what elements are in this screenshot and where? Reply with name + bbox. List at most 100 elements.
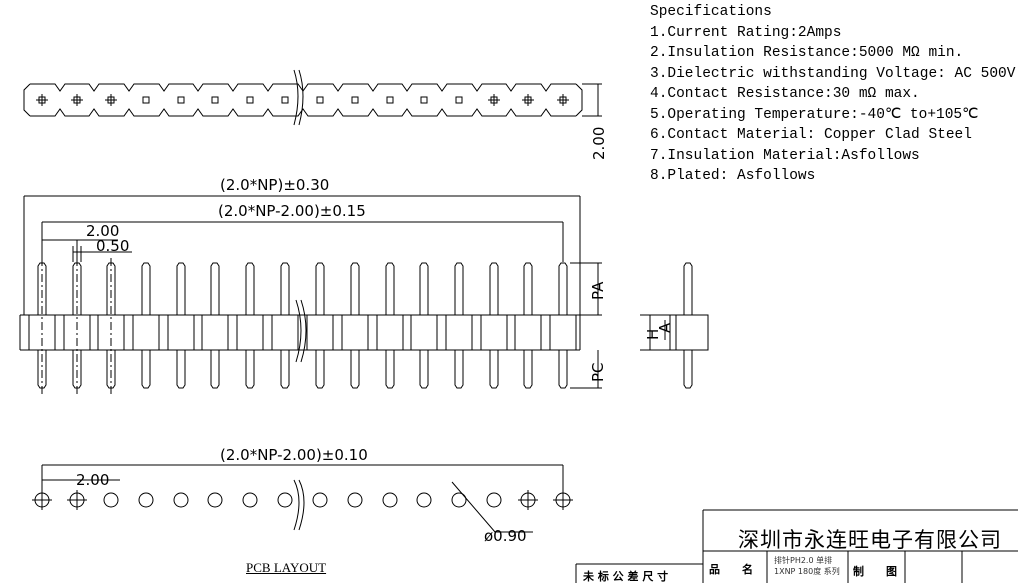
housing-segment bbox=[445, 315, 473, 350]
housing-segment bbox=[63, 315, 91, 350]
pcb-hole bbox=[382, 492, 398, 508]
pin-square bbox=[281, 96, 289, 104]
front-view bbox=[19, 258, 581, 395]
pa-pc-dims bbox=[570, 262, 602, 389]
pin bbox=[489, 262, 499, 389]
pin-square bbox=[386, 96, 394, 104]
pin bbox=[245, 262, 255, 389]
diameter-leader bbox=[451, 481, 533, 533]
pin bbox=[558, 262, 568, 389]
pin bbox=[523, 262, 533, 389]
pin-square bbox=[316, 96, 324, 104]
dim-pitch: 2.00 bbox=[86, 222, 119, 240]
housing-segment bbox=[306, 315, 334, 350]
pin bbox=[350, 262, 360, 389]
break-lines bbox=[293, 69, 304, 126]
specifications-title: Specifications bbox=[650, 4, 772, 20]
pin-centerline bbox=[105, 94, 117, 106]
pin bbox=[419, 262, 429, 389]
hole-crosshair bbox=[518, 490, 538, 510]
housing-segment bbox=[376, 315, 404, 350]
pcb-hole bbox=[416, 492, 432, 508]
housing-segment bbox=[341, 315, 369, 350]
housing-segment bbox=[28, 315, 56, 350]
pcb-hole bbox=[312, 492, 328, 508]
pcb-hole bbox=[486, 492, 502, 508]
strip-bottom-edge bbox=[30, 108, 576, 117]
pcb-hole bbox=[207, 492, 223, 508]
side-housing bbox=[669, 314, 709, 351]
dim-a: A bbox=[656, 322, 674, 333]
spec-item: 8.Plated: Asfollows bbox=[650, 168, 816, 184]
side-pin bbox=[683, 262, 693, 389]
drawn-by-label: 制 图 bbox=[853, 565, 897, 578]
dim-h: H bbox=[644, 329, 662, 340]
housing-segment bbox=[480, 315, 508, 350]
pin-centerline bbox=[71, 94, 83, 106]
product-line-2: 1XNP 180度 系列 bbox=[774, 567, 840, 576]
pin bbox=[210, 262, 220, 389]
pin-square bbox=[420, 96, 428, 104]
housing-segment bbox=[97, 315, 125, 350]
dim-pc: PC bbox=[589, 362, 607, 382]
pin bbox=[385, 262, 395, 389]
housing-segment bbox=[271, 315, 299, 350]
pcb-dims bbox=[41, 464, 564, 500]
housing-segment bbox=[201, 315, 229, 350]
housing-segment bbox=[236, 315, 264, 350]
pin-square bbox=[455, 96, 463, 104]
spec-item: 5.Operating Temperature:-40℃ to+105℃ bbox=[650, 106, 979, 123]
pin bbox=[176, 262, 186, 389]
side-view bbox=[669, 262, 709, 389]
title-block-lines bbox=[575, 509, 1018, 583]
title-block-grid bbox=[575, 509, 1018, 583]
dim-top-height: 2.00 bbox=[590, 127, 608, 160]
dimension-lines bbox=[23, 195, 676, 500]
pcb-hole bbox=[103, 492, 119, 508]
strip-ends bbox=[23, 83, 583, 117]
pin bbox=[315, 262, 325, 389]
pin-width-dim bbox=[72, 246, 132, 262]
pcb-hole bbox=[173, 492, 189, 508]
spec-item: 3.Dielectric withstanding Voltage: AC 50… bbox=[650, 65, 1016, 82]
spec-item: 6.Contact Material: Copper Clad Steel bbox=[650, 127, 972, 143]
break-lines bbox=[295, 299, 307, 363]
pin-square bbox=[211, 96, 219, 104]
hole-crosshair bbox=[67, 490, 87, 510]
pin-square bbox=[351, 96, 359, 104]
housing-segment bbox=[549, 315, 577, 350]
housing-segment bbox=[410, 315, 438, 350]
housing-segment bbox=[167, 315, 195, 350]
product-line-1: 排针PH2.0 单排 bbox=[774, 556, 833, 565]
pin-square bbox=[142, 96, 150, 104]
pin-square bbox=[246, 96, 254, 104]
pin bbox=[280, 262, 290, 389]
pitch-dim bbox=[42, 239, 118, 262]
dim-pcb-pitch: 2.00 bbox=[76, 471, 109, 489]
pin-square bbox=[177, 96, 185, 104]
pcb-hole bbox=[242, 492, 258, 508]
spec-item: 4.Contact Resistance:30 mΩ max. bbox=[650, 86, 920, 102]
pin-span-dim bbox=[41, 221, 564, 262]
product-name-label: 品 名 bbox=[709, 563, 753, 576]
tolerance-label: 未 标 公 差 尺 寸 bbox=[583, 570, 669, 583]
dim-pa: PA bbox=[589, 281, 607, 300]
dim-pcb-span: (2.0*NP-2.00)±0.10 bbox=[220, 446, 368, 464]
dim-pin-span: (2.0*NP-2.00)±0.15 bbox=[218, 202, 366, 220]
pcb-layout-label: PCB LAYOUT bbox=[246, 560, 327, 575]
height-dim-line bbox=[582, 83, 602, 117]
break-lines bbox=[293, 479, 305, 531]
dim-pin-width: 0.50 bbox=[96, 237, 129, 255]
dim-hole-diameter: ø0.90 bbox=[484, 527, 527, 545]
pin-centerline bbox=[488, 94, 500, 106]
pin bbox=[141, 262, 151, 389]
spec-item: 2.Insulation Resistance:5000 MΩ min. bbox=[650, 45, 964, 61]
h-a-dims bbox=[640, 314, 676, 351]
pcb-layout-view bbox=[32, 479, 573, 533]
overall-dim bbox=[23, 195, 581, 315]
spec-item: 7.Insulation Material:Asfollows bbox=[650, 147, 920, 164]
pcb-hole bbox=[347, 492, 363, 508]
pin-centerline bbox=[557, 94, 569, 106]
spec-item: 1.Current Rating:2Amps bbox=[650, 24, 842, 41]
